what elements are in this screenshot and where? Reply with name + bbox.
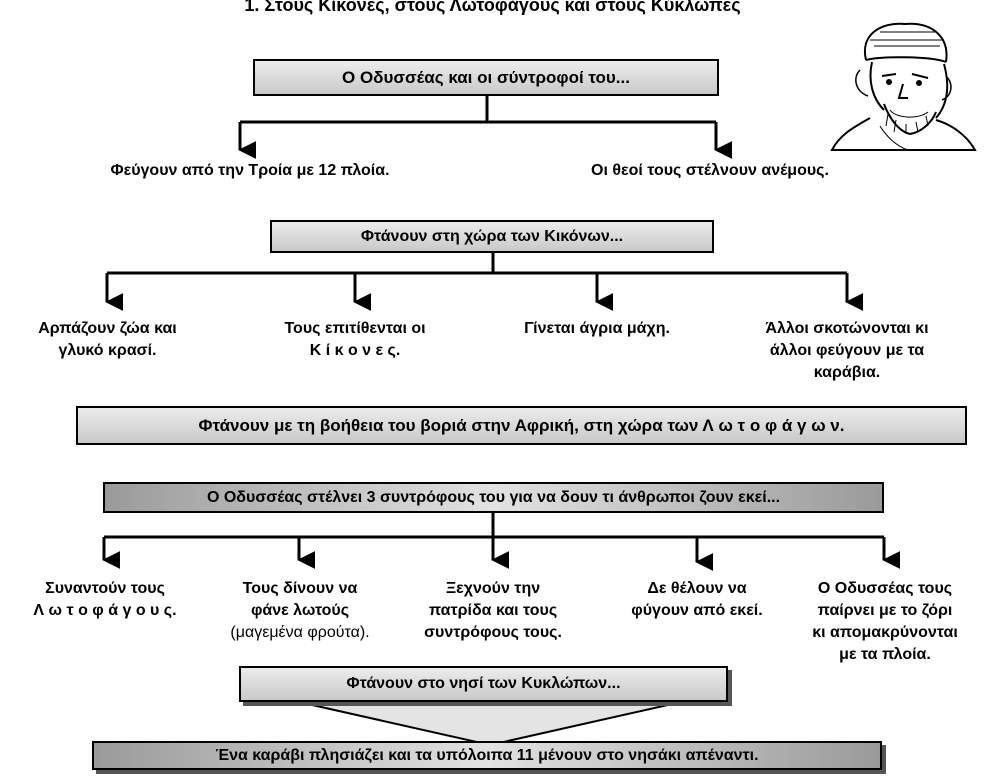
box-cyclops-island: Φτάνουν στο νησί των Κυκλώπων...	[239, 666, 728, 702]
odysseus-portrait-icon	[830, 22, 977, 151]
page-title: 1. Στους Κίκονες, στους Λωτοφάγους και σ…	[244, 0, 741, 15]
item-fierce-battle: Γίνεται άγρια μάχη.	[524, 320, 670, 337]
box-odysseus-companions: Ο Οδυσσέας και οι σύντροφοί του...	[253, 59, 719, 96]
box-send-companions: Ο Οδυσσέας στέλνει 3 συντρόφους του για …	[103, 482, 884, 513]
item-leave-troy: Φεύγουν από την Τροία με 12 πλοία.	[110, 162, 390, 179]
big-down-arrow	[289, 699, 691, 747]
box-one-ship-approaches: Ένα καράβι πλησιάζει και τα υπόλοιπα 11 …	[92, 741, 882, 770]
item-gods-winds: Οι θεοί τους στέλνουν ανέμους.	[591, 162, 829, 179]
box-kikones: Φτάνουν στη χώρα των Κικόνων...	[270, 220, 714, 253]
box-lotophagi-land: Φτάνουν με τη βοήθεια του βοριά στην Αφρ…	[76, 406, 967, 445]
